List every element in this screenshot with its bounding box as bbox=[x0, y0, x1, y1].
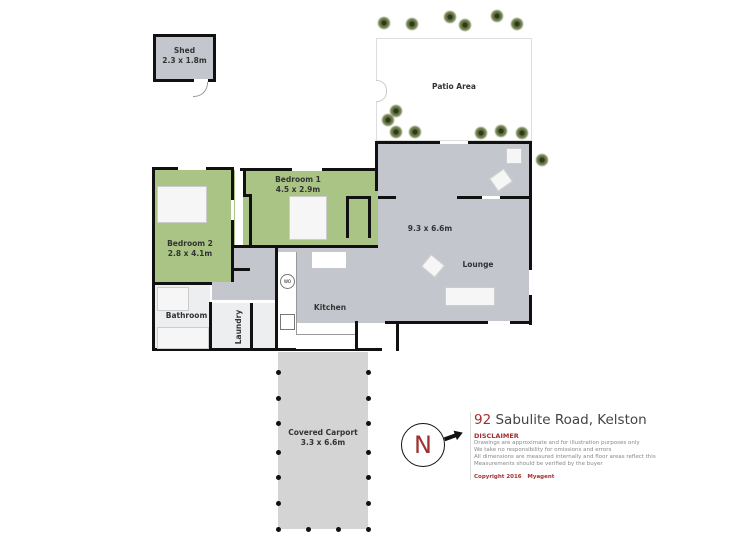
tree-icon bbox=[381, 113, 395, 127]
bedroom2-label: Bedroom 2 2.8 x 4.1m bbox=[167, 239, 213, 258]
hallway-lower bbox=[212, 282, 278, 300]
laundry-label: Laundry bbox=[234, 309, 243, 345]
tree-icon bbox=[490, 9, 504, 23]
bench-bottom bbox=[296, 334, 356, 349]
shed-door-swing bbox=[193, 82, 208, 97]
bathroom-label: Bathroom bbox=[165, 311, 208, 320]
cooktop-icon bbox=[280, 314, 295, 330]
lounge-label: Lounge bbox=[462, 260, 494, 269]
tree-icon bbox=[408, 125, 422, 139]
bed-icon bbox=[289, 196, 327, 240]
tree-icon bbox=[510, 17, 524, 31]
tree-icon bbox=[377, 16, 391, 30]
compass-letter: N bbox=[414, 431, 432, 459]
wall-oven-icon: WO bbox=[280, 274, 295, 289]
tree-icon bbox=[443, 10, 457, 24]
patio-area bbox=[376, 38, 532, 141]
patio-label: Patio Area bbox=[432, 82, 476, 91]
tree-icon bbox=[535, 153, 549, 167]
shed-label: Shed 2.3 x 1.8m bbox=[162, 46, 207, 65]
bedroom1-label: Bedroom 1 4.5 x 2.9m bbox=[275, 175, 321, 194]
disclaimer-line: Measurements should be verified by the b… bbox=[474, 461, 603, 467]
tree-icon bbox=[389, 125, 403, 139]
bench-island bbox=[312, 252, 346, 268]
toilet-room bbox=[253, 303, 275, 348]
disclaimer-line: All dimensions are measured internally a… bbox=[474, 454, 656, 460]
tree-icon bbox=[494, 124, 508, 138]
sofa-icon bbox=[445, 287, 495, 306]
lounge-dims: 9.3 x 6.6m bbox=[407, 224, 453, 233]
disclaimer-line: Drawings are approximate and for illustr… bbox=[474, 440, 640, 446]
disclaimer-heading: DISCLAIMER bbox=[474, 432, 519, 440]
kitchen-label: Kitchen bbox=[313, 303, 347, 312]
bed-icon bbox=[157, 186, 207, 223]
laundry-room bbox=[212, 303, 250, 348]
compass: N bbox=[401, 423, 445, 467]
bath-icon bbox=[157, 327, 209, 349]
tree-icon bbox=[515, 126, 529, 140]
shower-icon bbox=[157, 287, 189, 311]
info-block: 92 Sabulite Road, Kelston DISCLAIMER Dra… bbox=[470, 412, 674, 480]
carport-label: Covered Carport 3.3 x 6.6m bbox=[288, 428, 358, 447]
tree-icon bbox=[458, 18, 472, 32]
property-address: 92 Sabulite Road, Kelston bbox=[474, 412, 647, 428]
copyright: Copyright 2016 Myagent bbox=[474, 474, 555, 480]
carport bbox=[278, 352, 368, 529]
shed-room bbox=[153, 34, 216, 82]
tree-icon bbox=[405, 17, 419, 31]
armchair-icon bbox=[506, 148, 522, 164]
disclaimer-line: We take no responsibility for omissions … bbox=[474, 447, 612, 453]
tree-icon bbox=[474, 126, 488, 140]
